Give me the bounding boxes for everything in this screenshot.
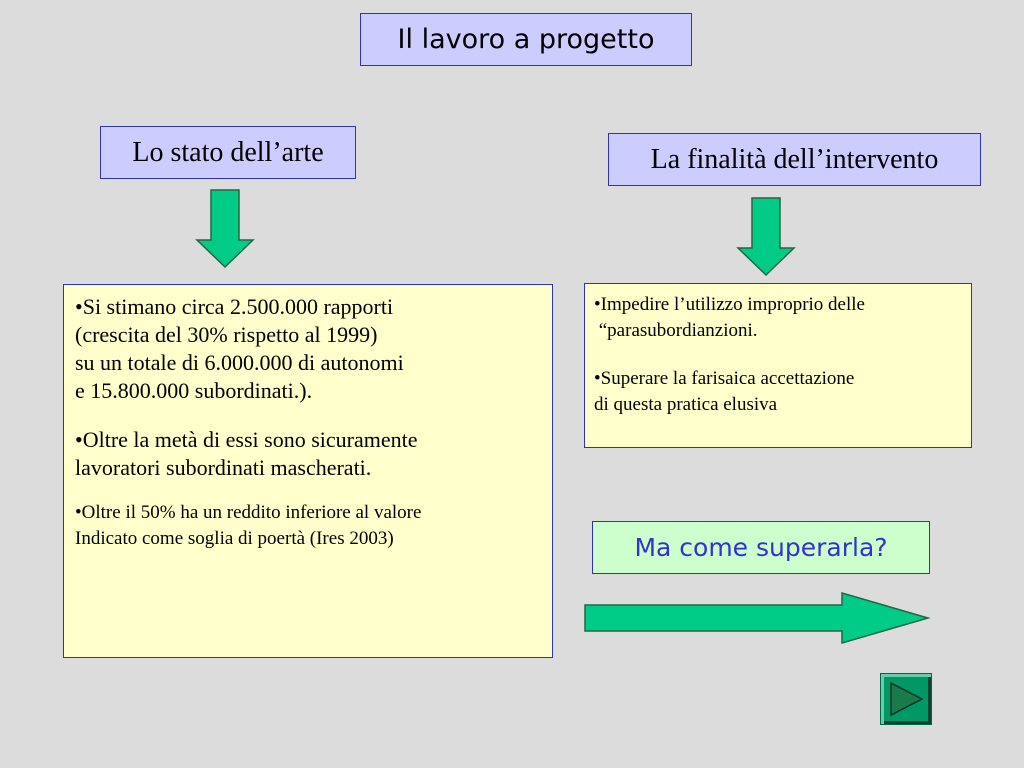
bullet-masked-workers: •Oltre la metà di essi sono sicuramente … (75, 426, 542, 482)
text-line: (crescita del 30% rispetto al 1999) (75, 322, 378, 347)
next-slide-button[interactable] (880, 673, 932, 725)
arrow-right-icon (584, 592, 931, 644)
text-line: “parasubordianzioni. (594, 320, 758, 341)
bullet-income: •Oltre il 50% ha un reddito inferiore al… (75, 500, 542, 552)
purpose-content: •Impedire l’utilizzo improprio delle “pa… (584, 283, 972, 448)
arrow-down-icon (195, 189, 255, 269)
play-icon (890, 681, 924, 717)
text-line: su un totale di 6.000.000 di autonomi (75, 350, 404, 375)
page-title: Il lavoro a progetto (360, 13, 692, 66)
text-line: •Superare la farisaica accettazione (594, 368, 855, 389)
text-line: Indicato come soglia di poertà (Ires 200… (75, 528, 394, 549)
text-line: lavoratori subordinati mascherati. (75, 455, 372, 480)
text-line: •Si stimano circa 2.500.000 rapporti (75, 294, 394, 319)
text-line: di questa pratica elusiva (594, 394, 778, 415)
heading-purpose: La finalità dell’intervento (608, 133, 981, 186)
bullet-overcome-acceptance: •Superare la farisaica accettazione di q… (594, 366, 963, 418)
bullet-prevent-misuse: •Impedire l’utilizzo improprio delle “pa… (594, 292, 963, 344)
text-line: •Impedire l’utilizzo improprio delle (594, 294, 865, 315)
question-box: Ma come superarla? (592, 521, 930, 574)
heading-state-of-art: Lo stato dell’arte (100, 126, 356, 179)
text-line: e 15.800.000 subordinati.). (75, 378, 313, 403)
state-of-art-content: •Si stimano circa 2.500.000 rapporti (cr… (63, 284, 553, 658)
text-line: •Oltre il 50% ha un reddito inferiore al… (75, 502, 422, 523)
arrow-down-icon (736, 197, 796, 277)
bullet-estimate: •Si stimano circa 2.500.000 rapporti (cr… (75, 293, 542, 405)
text-line: •Oltre la metà di essi sono sicuramente (75, 427, 418, 452)
